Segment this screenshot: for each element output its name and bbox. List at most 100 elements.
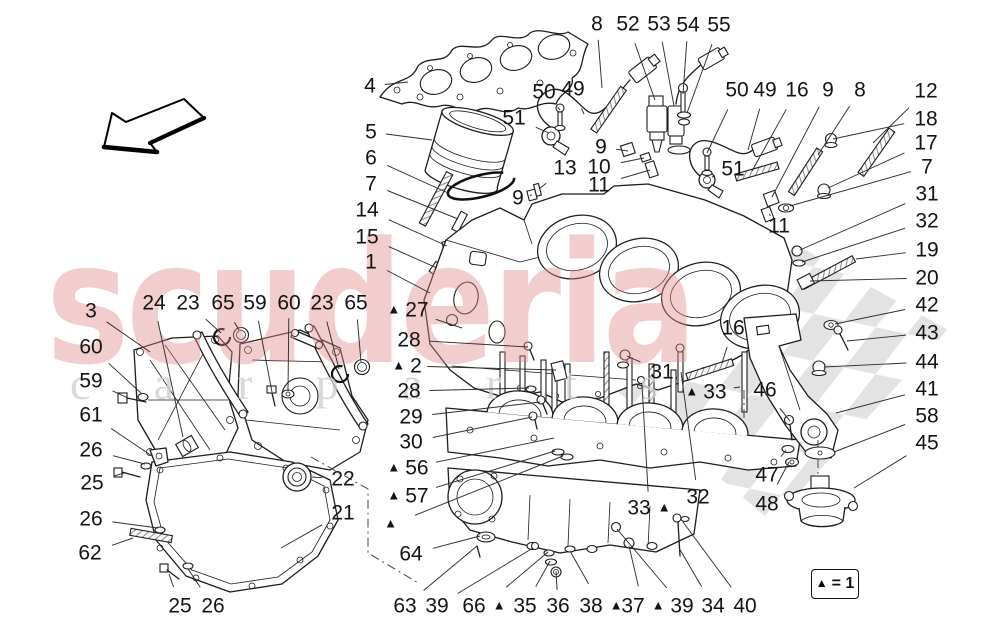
leader-line [721,346,728,364]
leader-line [569,550,590,585]
leader-line [711,175,716,178]
callout-13-16: 13 [553,158,576,179]
leader-line [616,148,629,152]
callout-62-56: 62 [78,543,101,564]
callout-36-82: 36 [546,596,569,617]
chain-guides [192,323,369,431]
leader-line [789,171,912,207]
leader-line [827,152,905,189]
callout-number: 22 [331,467,355,491]
leader-line [776,461,790,485]
callout-23-47: 23 [310,293,333,314]
callout-52-1: 52 [616,14,639,35]
leader-line [414,455,564,516]
callout-27-49: ▲27 [387,300,428,321]
leader-line [387,164,449,194]
callout-number: 2 [410,354,422,378]
callout-17-27: 17 [914,133,937,154]
leader-line [384,81,409,85]
leader-line [356,319,362,363]
leader-line [661,41,675,107]
callout-37-84: 37▲ [621,596,664,617]
callout-24-42: 24 [142,293,165,314]
leader-line [157,320,184,438]
callout-number: 24 [142,291,166,315]
callout-number: 33 [703,380,727,404]
callout-number: 50 [725,78,749,102]
callout-number: 51 [721,157,745,181]
callout-29-62: 29 [399,407,422,428]
callout-19-31: 19 [915,240,938,261]
leader-line [682,41,688,95]
callout-7-28: 7 [921,157,933,178]
legend-value: = 1 [831,575,855,592]
callout-26-55: 26 [79,509,102,530]
triangle-icon: ▲ [609,597,623,613]
leader-line [113,472,125,477]
callout-number: 32 [686,485,710,509]
callout-50-20: 50 [725,80,748,101]
callout-58-37: 58 [915,406,938,427]
leader-line [106,321,151,353]
callout-57-65: ▲57 [387,486,428,507]
callout-number: 55 [707,13,731,37]
callout-number: 16 [785,78,809,102]
callout-number: 10 [587,155,611,179]
engine-mount-bracket [743,313,839,459]
callout-number: 49 [561,77,585,101]
callout-number: 9 [595,135,607,159]
callout-34-86: 34 [701,596,724,617]
callout-25-54: 25 [80,473,103,494]
leader-line [435,318,463,329]
callout-25-57: 25 [168,596,191,617]
callout-49-21: 49 [753,80,776,101]
callout-number: 26 [201,594,225,618]
leader-line [432,535,481,549]
callout-number: 53 [647,12,671,36]
leader-line [768,213,771,217]
callout-11-40: 11 [768,216,790,237]
callout-number: 44 [915,350,939,374]
callout-47-76: 47 [755,465,778,486]
callout-6-7: 6 [365,148,377,169]
leader-line [835,394,906,414]
callout-8-0: 8 [591,14,603,35]
callout-number: 36 [546,594,570,618]
callout-number: 11 [588,173,610,197]
leader-line [581,108,585,115]
leader-line [682,521,732,588]
oil-sump [447,467,701,558]
callout-number: 38 [579,594,603,618]
callout-43-34: 43 [915,323,938,344]
callout-number: 20 [915,266,939,290]
callout-5-6: 5 [365,122,377,143]
callout-number: 29 [399,405,423,429]
callout-28-61: 28 [397,381,420,402]
lower-crankcase [445,341,801,471]
callout-48-77: 48 [755,494,778,515]
callout-triangle-66: ▲ [384,515,402,531]
callout-35-81: 35 [513,596,536,617]
leader-line [388,246,438,269]
callout-number: 9 [822,78,834,102]
callout-3-41: 3 [85,301,97,322]
leader-line [435,437,555,463]
leader-line [620,169,651,179]
leader-line [385,133,433,141]
callout-50-12: 50 [532,82,555,103]
leader-line [628,545,639,587]
callout-66-80: 66▲ [462,596,505,617]
callout-10-17: 10 [587,157,610,178]
callout-39-79: 39 [425,596,448,617]
callout-number: 46 [753,378,777,402]
leader-line [112,390,129,399]
callout-number: 48 [755,492,779,516]
callout-49-13: 49 [561,79,584,100]
leader-line [817,105,850,156]
callout-number: 60 [277,291,301,315]
triangle-icon: ▲ [384,515,397,531]
callout-number: 19 [915,238,939,262]
callout-number: 59 [243,291,267,315]
callout-number: 34 [701,594,725,618]
callout-number: 25 [80,471,104,495]
